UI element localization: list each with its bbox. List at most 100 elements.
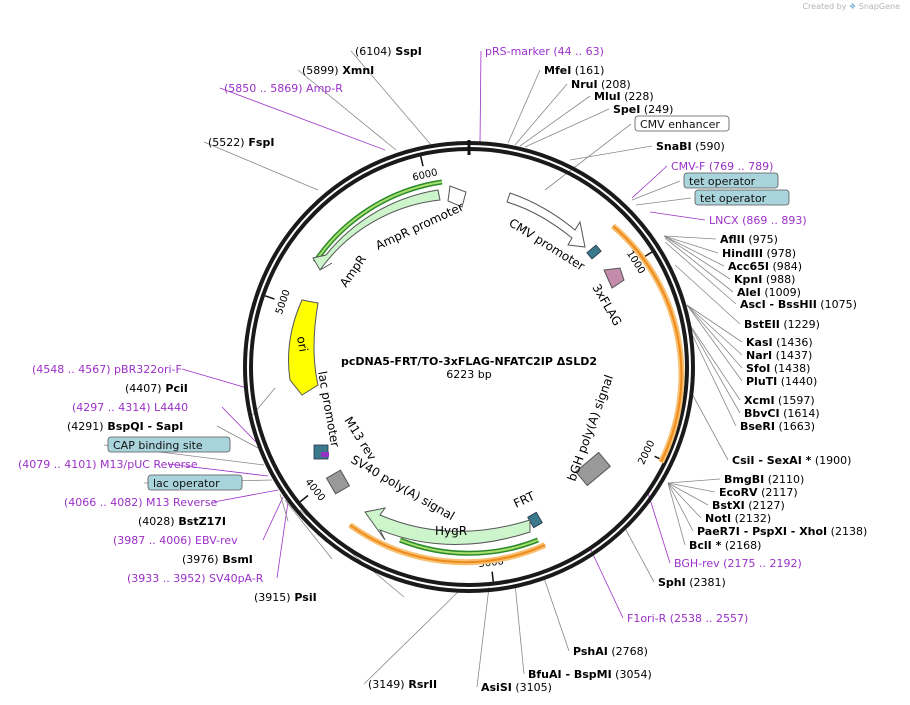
ruler-label: 4000: [302, 477, 326, 504]
leader-line: [219, 87, 386, 151]
leader-line: [631, 180, 681, 201]
leader-line: [167, 463, 269, 477]
feature-box: [634, 115, 730, 132]
leader-line: [686, 304, 743, 343]
feature-label-sv40-polya: SV40 poly(A) signal: [349, 452, 457, 523]
ori-feature: [288, 299, 319, 396]
enzyme-label: SphI (2381): [658, 576, 726, 589]
ruler-label: 2000: [636, 439, 657, 467]
sv40-polya-feature: [325, 469, 351, 495]
enzyme-label: PluTI (1440): [746, 375, 817, 388]
cmv-promoter-feature: [506, 192, 586, 248]
enzyme-label: (3976) BsmI: [182, 553, 253, 566]
leader-line: [664, 241, 737, 305]
primer-label: (4079 .. 4101) M13/pUC Reverse: [18, 458, 198, 471]
leader-line: [279, 493, 289, 522]
leader-line: [649, 211, 706, 221]
enzyme-label: NruI (208): [571, 78, 631, 91]
ruler-tick: [264, 295, 275, 300]
leader-line: [667, 482, 709, 506]
enzyme-label: AscI - BssHII (1075): [740, 298, 857, 311]
enzyme-label: HindIII (978): [722, 247, 796, 260]
enzyme-label: Acc65I (984): [728, 260, 802, 273]
enzyme-label: KasI (1436): [746, 336, 813, 349]
leader-line: [689, 329, 737, 427]
bgh-polya-feature: [575, 451, 611, 487]
enzyme-label: (5899) XmnI: [302, 64, 374, 77]
primer-label: pRS-marker (44 .. 63): [485, 45, 604, 58]
leader-line: [663, 235, 731, 280]
leader-line: [479, 50, 482, 144]
leader-line: [689, 389, 729, 461]
enzyme-label: PaeR7I - PspXI - XhoI (2138): [697, 525, 867, 538]
enzyme-label: EcoRV (2117): [719, 486, 798, 499]
enzyme-label: AleI (1009): [737, 286, 801, 299]
enzyme-label: NotI (2132): [705, 512, 771, 525]
leader-line: [216, 425, 259, 449]
leader-line: [297, 69, 397, 151]
leader-line: [667, 478, 721, 484]
leader-line: [686, 304, 743, 382]
leader-line: [689, 324, 741, 401]
enzyme-label: (3149) RsrII: [368, 678, 437, 691]
leader-line: [667, 482, 716, 493]
primer-label: CMV-F (769 .. 789): [671, 160, 773, 173]
credit-prefix: Created by: [802, 2, 847, 11]
leader-line: [519, 95, 591, 147]
enzyme-label: (4291) BspQI - SapI: [67, 420, 183, 433]
orange-arc-right: [611, 223, 685, 464]
enzyme-label: MluI (228): [594, 90, 654, 103]
enzyme-label: NarI (1437): [746, 349, 812, 362]
feature-box-label: tet operator: [700, 192, 767, 205]
primer-label: (4066 .. 4082) M13 Reverse: [64, 496, 217, 509]
enzyme-label: (4028) BstZ17I: [138, 515, 226, 528]
ruler-label: 5000: [274, 288, 293, 316]
enzyme-label: BmgBI (2110): [724, 473, 804, 486]
feature-box: [694, 189, 790, 206]
leader-line: [686, 304, 743, 369]
leader-line: [514, 83, 568, 146]
enzyme-label: BseRI (1663): [740, 420, 815, 433]
feature-box: [683, 172, 779, 189]
leader-line: [276, 501, 289, 579]
ampr-promoter-feature: [447, 185, 467, 208]
feature-label-3xflag: 3xFLAG: [589, 282, 624, 329]
leader-line: [667, 482, 686, 546]
leader-line: [667, 482, 694, 532]
plasmid-size: 6223 bp: [446, 368, 491, 381]
outer-labels: (6104) SspI (5899) XmnI (5850 .. 5869) Amp…: [18, 45, 867, 694]
feature-box-label: CMV enhancer: [640, 118, 720, 131]
ruler-tick: [420, 156, 424, 167]
enzyme-label: BstXI (2127): [712, 499, 785, 512]
leader-line: [543, 577, 570, 652]
leader-line: [663, 235, 725, 267]
green-arc-hygr-glow: [399, 539, 539, 555]
leader-line: [569, 145, 653, 161]
primer-label: BGH-rev (2175 .. 2192): [674, 557, 802, 570]
leader-line: [625, 529, 655, 583]
leader-line: [262, 496, 284, 541]
enzyme-label: PshAI (2768): [573, 645, 648, 658]
leader-line: [524, 108, 610, 148]
enzyme-label: BfuAI - BspMI (3054): [528, 668, 652, 681]
enzyme-label: SfoI (1438): [746, 362, 810, 375]
enzyme-label: (5522) FspI: [208, 136, 274, 149]
leader-line: [664, 237, 734, 293]
enzyme-label: AsiSI (3105): [481, 681, 552, 694]
primer-label: (4297 .. 4314) L4440: [72, 401, 188, 414]
green-arc-ampr-glow: [314, 181, 443, 263]
leader-line: [667, 482, 702, 519]
primer-label: LNCX (869 .. 893): [709, 214, 807, 227]
enzyme-label: SnaBI (590): [656, 140, 725, 153]
snapgene-logo-icon: ❖: [849, 2, 857, 11]
ampr-feature: [312, 189, 441, 271]
enzyme-label: (3915) PsiI: [254, 591, 317, 604]
enzyme-label: (4407) PciI: [125, 382, 188, 395]
leader-line: [674, 264, 741, 325]
enzyme-label: (6104) SspI: [355, 45, 422, 58]
primer-label: (5850 .. 5869) Amp-R: [224, 82, 343, 95]
tet-operator-marker: [586, 244, 602, 260]
snapgene-credit: Created by ❖ SnapGene: [802, 2, 900, 11]
credit-brand: SnapGene: [858, 2, 900, 11]
frt-feature: [527, 511, 543, 529]
